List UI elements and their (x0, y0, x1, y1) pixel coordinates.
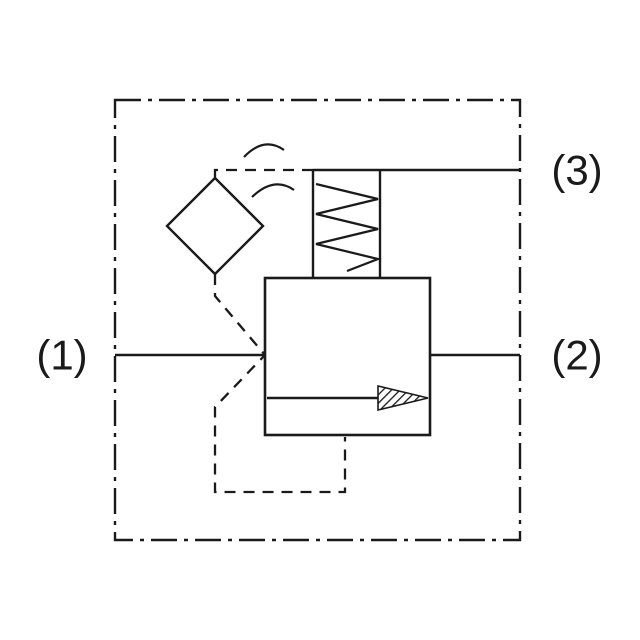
drain-line (213, 274, 347, 494)
valve-body (263, 276, 432, 437)
spring (315, 182, 382, 273)
enclosure-boundary (113, 98, 522, 542)
pilot-line (213, 168, 313, 178)
vent-arc-bottom (251, 183, 295, 198)
flow-arrow-head (377, 384, 429, 412)
vent-arc-top (243, 143, 285, 158)
port-3-label: (3) (551, 147, 602, 194)
port-1-label: (1) (36, 332, 87, 379)
pilot-filter (165, 176, 265, 276)
port-2-label: (2) (551, 332, 602, 379)
